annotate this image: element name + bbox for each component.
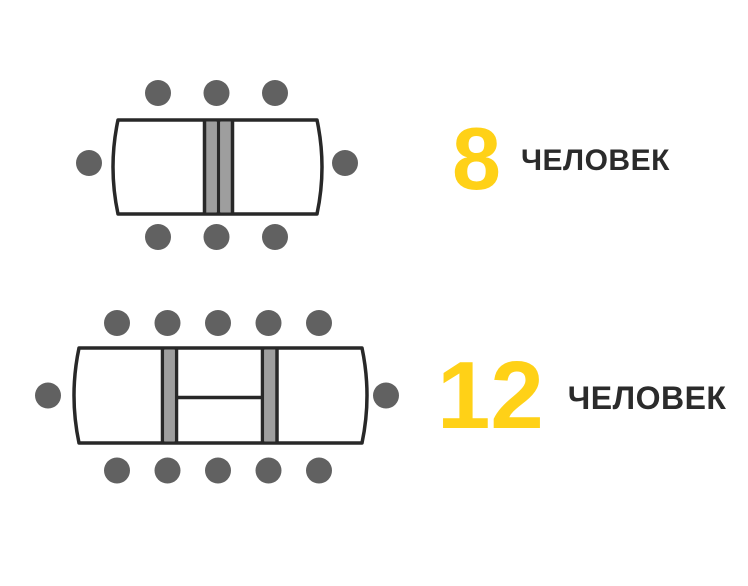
seat-dot <box>373 382 399 409</box>
table-12-connector-strip <box>264 349 276 442</box>
people-label-8: ЧЕЛОВЕК <box>520 144 670 177</box>
people-count-12: 12 <box>437 341 544 449</box>
seat-dot <box>255 457 282 484</box>
seat-dot <box>35 382 61 409</box>
seat-dot <box>255 310 282 336</box>
seat-dot <box>154 310 181 336</box>
seats-layer <box>76 80 358 250</box>
seat-dot <box>205 310 231 336</box>
table-8-connector-strip <box>206 121 217 213</box>
table-12-top-view <box>72 346 369 445</box>
caption-8: 8 ЧЕЛОВЕК <box>452 108 670 208</box>
seat-dot <box>262 80 288 106</box>
table-12-connector-strip <box>164 349 175 442</box>
seat-dot <box>104 457 130 484</box>
seat-dot <box>76 150 102 176</box>
seat-dot <box>205 457 231 484</box>
seat-dot <box>306 310 332 336</box>
table-8-connector-strip <box>220 121 231 213</box>
seat-dot <box>145 224 171 250</box>
table-8-top-view <box>111 118 324 216</box>
table-12-outline <box>72 346 369 445</box>
seating-diagram-8 <box>76 80 358 250</box>
seat-dot <box>145 80 171 106</box>
seat-dot <box>104 310 130 336</box>
seat-dot <box>262 224 288 250</box>
seat-dot <box>154 457 181 484</box>
people-label-12: ЧЕЛОВЕК <box>567 380 727 416</box>
seat-dot <box>306 457 332 484</box>
seat-dot <box>203 224 230 250</box>
seat-dot <box>203 80 230 106</box>
seat-dot <box>332 150 358 176</box>
caption-12: 12 ЧЕЛОВЕК <box>437 347 727 443</box>
seats-layer <box>35 310 399 484</box>
people-count-8: 8 <box>452 108 501 208</box>
seating-diagram-12 <box>35 310 399 484</box>
